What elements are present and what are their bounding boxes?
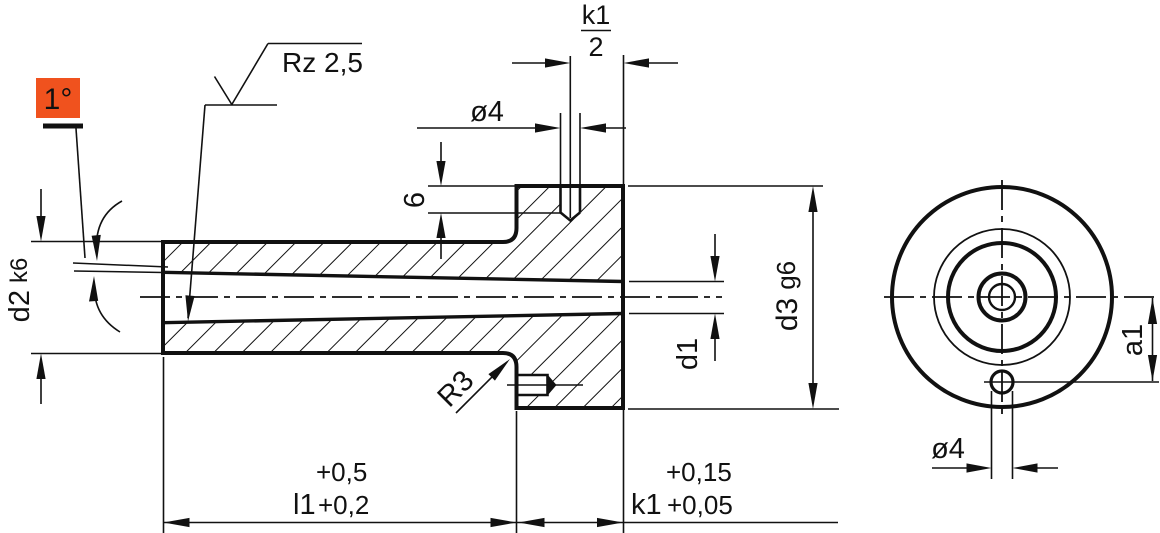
label-r3: R3 [432, 365, 481, 414]
dim-d3: d3g6 [628, 185, 839, 410]
label-d1: d1 [672, 338, 704, 370]
label-dia4-top: ø4 [470, 96, 504, 128]
section-upper-wall [163, 186, 623, 281]
label-depth6: 6 [399, 192, 431, 208]
label-k1: k1 [631, 489, 662, 521]
label-d3: d3g6 [771, 261, 804, 331]
taper-bore-lower-line [162, 311, 624, 325]
taper-large-end-circle [976, 271, 1028, 323]
label-dia4-front: ø4 [931, 433, 965, 465]
dim-dia4-top: ø4 [417, 96, 626, 133]
dim-dia4-front: ø4 [931, 391, 1058, 479]
taper-bore-upper-line [162, 270, 624, 284]
label-d2: d2k6 [4, 258, 36, 323]
surface-finish-callout: Rz 2,5 [185, 42, 363, 322]
label-k1-half-numerator: k1 [582, 0, 611, 30]
label-surface-finish: Rz 2,5 [282, 47, 363, 78]
label-taper-angle: 1° [44, 83, 73, 116]
end-view: a1 ø4 [884, 180, 1159, 479]
dim-l1-k1: +0,5 l1 +0,2 +0,15 k1 +0,05 [162, 357, 838, 533]
dim-depth6: 6 [399, 142, 562, 259]
section-lower-wall [163, 314, 623, 408]
label-a1: a1 [1117, 324, 1149, 356]
dim-d1: d1 [629, 234, 724, 370]
label-k1-tol-upper: +0,15 [666, 457, 732, 487]
dim-a1: a1 [984, 298, 1159, 383]
side-section-view: 1° Rz 2,5 d2k6 [4, 0, 839, 533]
top-hole [559, 56, 582, 223]
label-l1: l1 [293, 489, 316, 521]
dim-r3: R3 [432, 359, 510, 414]
side-hole [507, 373, 583, 397]
angle-highlight-box [36, 78, 80, 118]
dim-k1-half: k1 2 [512, 0, 678, 533]
label-l1-tol-upper: +0,5 [316, 457, 367, 487]
label-l1-tol-lower: +0,2 [318, 490, 369, 520]
dim-d2: d2k6 [4, 189, 163, 404]
label-k1-tol-lower: +0,05 [667, 490, 733, 520]
taper-angle-callout: 1° [36, 78, 169, 333]
label-k1-half-denominator: 2 [588, 32, 603, 62]
